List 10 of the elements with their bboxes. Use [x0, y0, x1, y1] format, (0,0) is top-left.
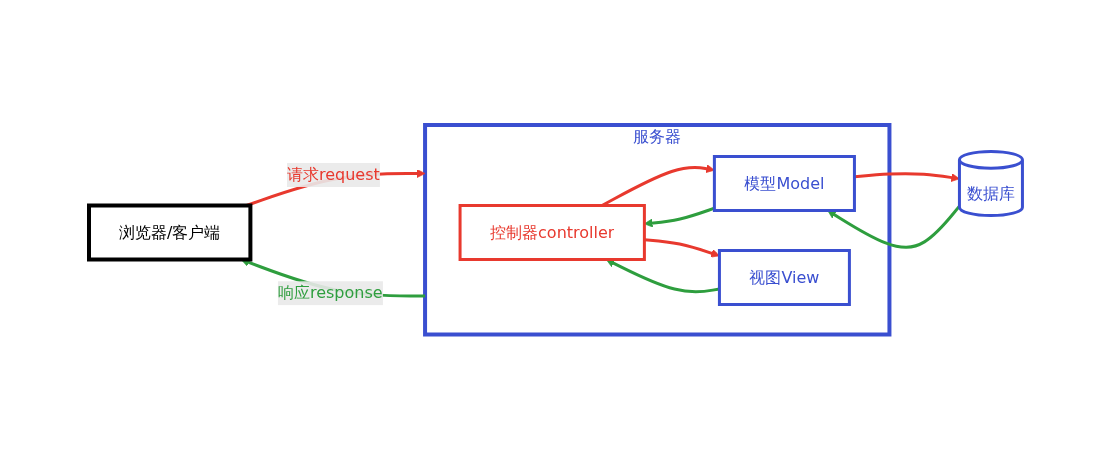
arrow	[644, 207, 716, 228]
arrow	[827, 205, 961, 250]
arrow	[854, 172, 961, 183]
edge-label: 响应response	[278, 283, 383, 303]
arrow	[606, 259, 720, 294]
edge-label: 请求request	[287, 165, 381, 185]
node-box: 浏览器/客户端	[87, 203, 253, 262]
node-box: 模型Model	[713, 155, 857, 213]
node-box: 控制器controller	[458, 204, 647, 262]
node-box: 视图View	[718, 249, 852, 307]
